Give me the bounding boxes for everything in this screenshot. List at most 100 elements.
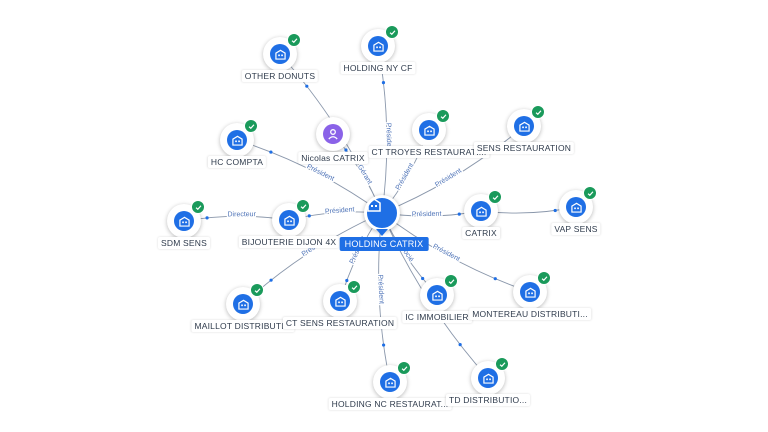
- edge-arrow: [493, 277, 497, 281]
- node-montereau[interactable]: [513, 271, 551, 309]
- node-maillot[interactable]: [226, 283, 264, 321]
- node-label: MONTEREAU DISTRIBUTI...: [469, 308, 591, 320]
- verified-check-icon: [287, 33, 301, 47]
- node-label: VAP SENS: [551, 223, 601, 235]
- verified-check-icon: [531, 105, 545, 119]
- edge-arrow: [457, 212, 461, 216]
- node-catrix[interactable]: [464, 190, 502, 228]
- verified-check-icon: [444, 274, 458, 288]
- building-icon: [514, 116, 534, 136]
- node-label: OTHER DONUTS: [241, 70, 319, 82]
- center-label: HOLDING CATRIX: [339, 237, 429, 251]
- node-td-distrib[interactable]: [471, 357, 509, 395]
- edge-arrow: [269, 278, 273, 282]
- node-label: SDM SENS: [158, 237, 210, 249]
- building-icon: [233, 294, 253, 314]
- node-bijouterie[interactable]: [272, 199, 310, 237]
- building-icon: [270, 44, 290, 64]
- node-ct-sens[interactable]: [323, 280, 361, 318]
- node-label: CT SENS RESTAURATION: [282, 317, 398, 329]
- node-label: CATRIX: [462, 227, 500, 239]
- verified-check-icon: [495, 357, 509, 371]
- node-label: MAILLOT DISTRIBUTI...: [191, 320, 295, 332]
- verified-check-icon: [385, 25, 399, 39]
- node-sdm-sens[interactable]: [167, 200, 205, 238]
- building-icon: [471, 201, 491, 221]
- edge-arrow: [345, 278, 349, 283]
- edge-label: Président: [306, 163, 336, 183]
- building-icon: [427, 285, 447, 305]
- node-label: TD DISTRIBUTIO...: [445, 394, 531, 406]
- center-node[interactable]: [364, 195, 400, 231]
- edge-arrow: [421, 276, 425, 281]
- node-label: HOLDING NC RESTAURAT...: [328, 398, 452, 410]
- verified-check-icon: [397, 361, 411, 375]
- edge-line: [381, 212, 531, 293]
- edge-label: Président: [434, 167, 463, 188]
- verified-check-icon: [191, 200, 205, 214]
- person-icon: [323, 124, 343, 144]
- node-label: HOLDING NY CF: [340, 62, 416, 74]
- node-ct-troyes[interactable]: [412, 109, 450, 147]
- edge-arrow: [458, 343, 462, 347]
- edge-arrow: [269, 150, 273, 154]
- node-label: SENS RESTAURATION: [473, 142, 575, 154]
- edge-arrow: [381, 81, 386, 85]
- node-label: CT TROYES RESTAURATI...: [368, 146, 490, 158]
- node-ic-immobilier[interactable]: [420, 274, 458, 312]
- building-icon: [279, 210, 299, 230]
- edge-arrow: [307, 214, 311, 218]
- edge-label-halo: Président: [376, 274, 384, 304]
- node-label: Nicolas CATRIX: [298, 152, 368, 164]
- edge-arrow: [381, 343, 386, 347]
- edge-label-halo: Directeur: [227, 211, 256, 218]
- node-label: IC IMMOBILIER: [402, 311, 472, 323]
- node-vap-sens[interactable]: [559, 186, 597, 224]
- edge-arrow: [205, 216, 209, 220]
- verified-check-icon: [537, 271, 551, 285]
- edge-arrow: [553, 208, 557, 213]
- building-icon: [227, 130, 247, 150]
- edge-arrow: [344, 148, 348, 152]
- building-icon: [174, 211, 194, 231]
- node-label: HC COMPTA: [207, 156, 267, 168]
- edge-label: Président: [431, 243, 460, 263]
- edge-label: Président: [395, 162, 416, 191]
- node-holding-nc[interactable]: [373, 361, 411, 399]
- edge-label-halo: Président: [325, 206, 355, 215]
- node-sens-restauration[interactable]: [507, 105, 545, 143]
- building-icon: [419, 120, 439, 140]
- edge-line: [236, 139, 383, 214]
- edge-label: Président: [384, 123, 392, 153]
- verified-check-icon: [244, 119, 258, 133]
- edge-label-halo: Président: [384, 123, 392, 153]
- edge-line: [381, 125, 525, 214]
- building-icon: [478, 368, 498, 388]
- edge-label-halo: Président: [412, 211, 442, 219]
- verified-check-icon: [488, 190, 502, 204]
- node-hc-compta[interactable]: [220, 119, 258, 157]
- edge-label: Gérant: [356, 164, 373, 186]
- building-icon: [367, 198, 381, 212]
- node-label: BIJOUTERIE DIJON 4X: [238, 236, 340, 248]
- verified-check-icon: [296, 199, 310, 213]
- building-icon: [566, 197, 586, 217]
- building-icon: [330, 291, 350, 311]
- building-icon: [520, 282, 540, 302]
- edge-arrow: [305, 84, 309, 88]
- edge-label: Directeur: [227, 211, 256, 218]
- verified-check-icon: [250, 283, 264, 297]
- building-icon: [368, 36, 388, 56]
- building-icon: [380, 372, 400, 392]
- verified-check-icon: [583, 186, 597, 200]
- node-holding-ny-cf[interactable]: [361, 25, 399, 63]
- node-nicolas-catrix[interactable]: [316, 117, 350, 151]
- node-other-donuts[interactable]: [263, 33, 301, 71]
- edge-label: Président: [325, 206, 355, 215]
- verified-check-icon: [347, 280, 361, 294]
- edge-label: Président: [412, 211, 442, 219]
